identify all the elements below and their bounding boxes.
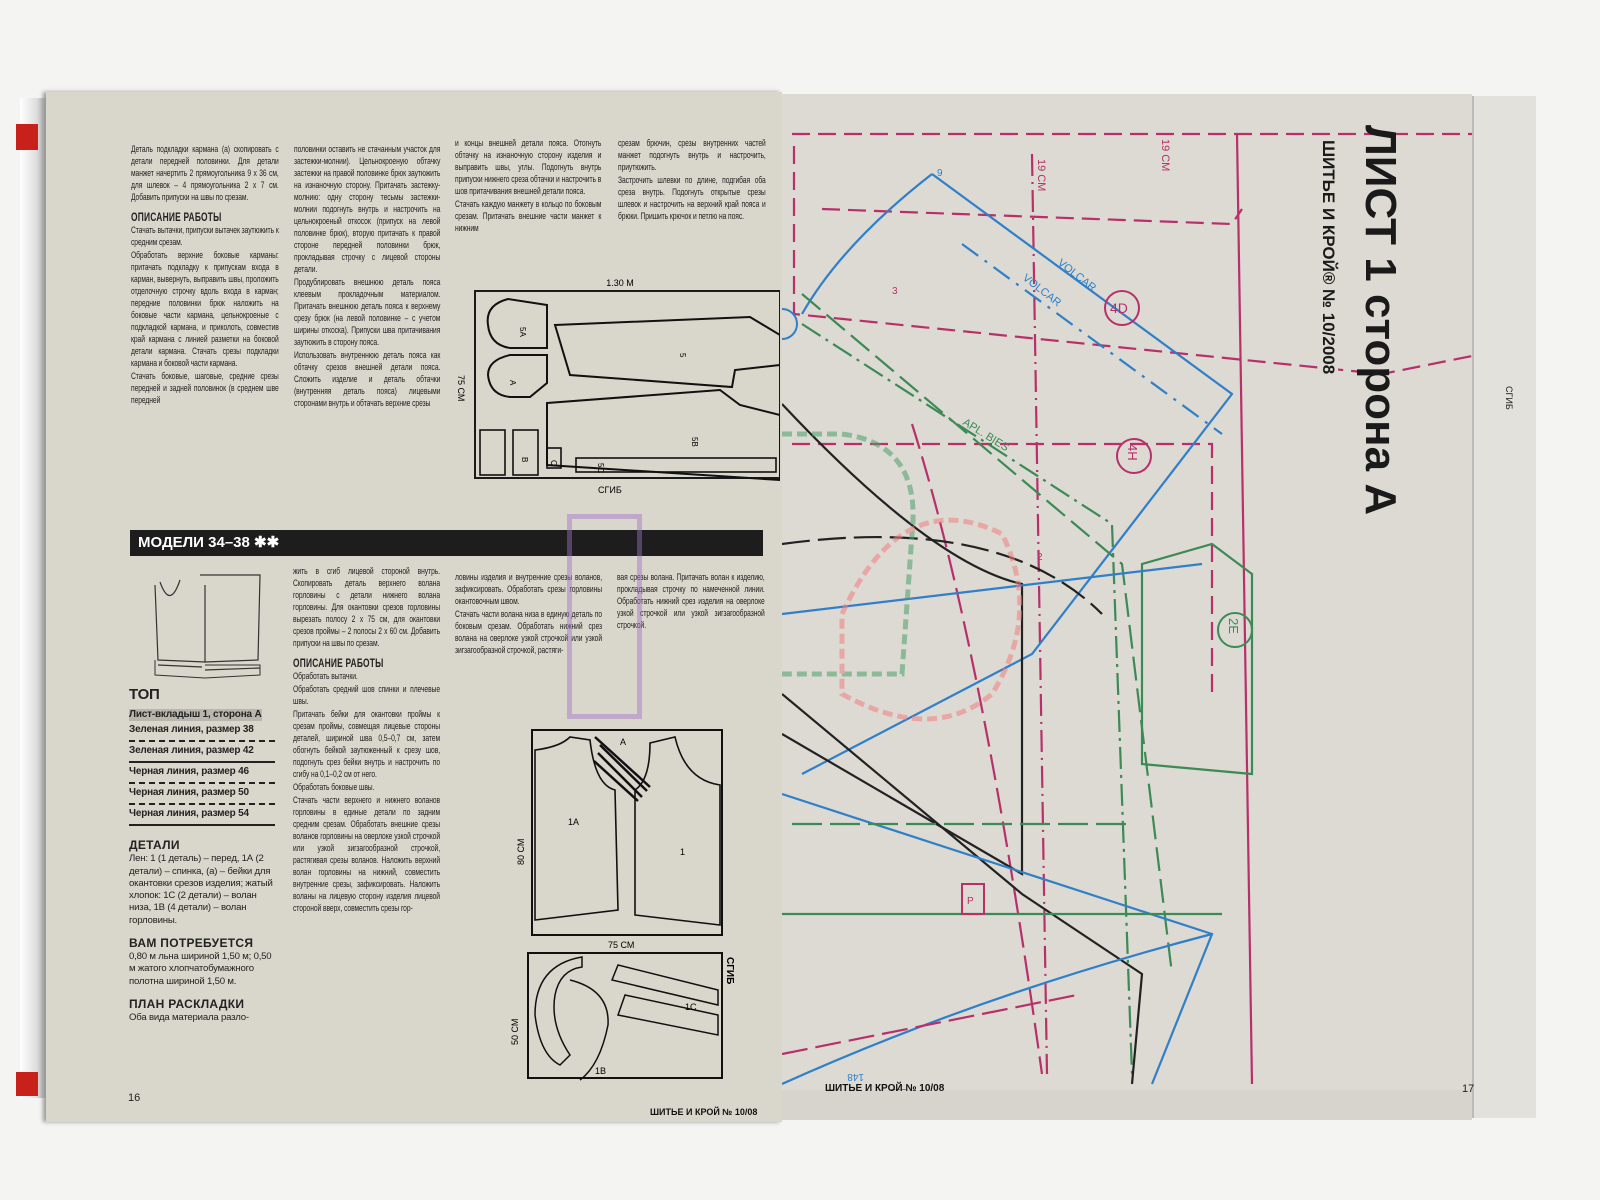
paragraph: Застрочить шлевки по длине, подгибая оба… (618, 175, 766, 222)
paragraph: Оба вида материала разло- (129, 1011, 249, 1023)
measure-label: 19 СМ (1159, 139, 1171, 171)
pattern-label: VOLCAR (1055, 257, 1098, 294)
pattern-sheet: 4D 4H 2E 19 СМ 19 СМ VOLCAR VOLCAR APL. … (782, 132, 1472, 1092)
size-legend-item: Черная линия, размер 50 (129, 784, 275, 806)
insert-sheet-edge: СГИБ (1472, 96, 1536, 1118)
edge-marker (16, 124, 38, 150)
paragraph: Деталь подкладки кармана (а) скопировать… (131, 144, 279, 203)
paragraph: Обработать боковые швы. (293, 782, 375, 793)
piece-label: 1C (685, 1002, 697, 1012)
heading: ПЛАН РАСКЛАДКИ (129, 996, 245, 1011)
sheet-label: Лист-вкладыш 1, сторона А (129, 709, 262, 722)
measure-label: 19 СМ (1035, 159, 1047, 191)
marker-2e: 2E (1226, 618, 1241, 634)
size-legend-item: Зеленая линия, размер 42 (129, 742, 275, 764)
pattern-label: 9 (937, 168, 943, 179)
column-3b: ловины изделия и внутренние срезы волано… (455, 572, 602, 658)
piece-label: B (520, 457, 529, 462)
paragraph: 0,80 м льна шириной 1,50 м; 0,50 м жатог… (129, 951, 272, 987)
pattern-label: 2 (1037, 552, 1043, 563)
paragraph: половинки оставить не стачанным участок … (294, 144, 441, 275)
marker-4h: 4H (1125, 444, 1140, 461)
piece-label: 5C (596, 463, 605, 473)
paragraph: вая срезы волана. Притачать волан к изде… (617, 572, 765, 631)
paragraph: Обработать вытачки. (293, 671, 358, 682)
piece-label: 1 (680, 847, 685, 857)
piece-label: 1A (568, 817, 579, 827)
column-3: и концы внешней детали пояса. Отогнуть о… (455, 138, 601, 236)
layout-height-label: 75 СМ (456, 375, 466, 401)
paragraph: ловины изделия и внутренние срезы волано… (455, 572, 602, 607)
heading: ОПИСАНИЕ РАБОТЫ (293, 656, 384, 670)
piece-label: 1B (595, 1066, 606, 1076)
piece-label: C (549, 460, 558, 466)
piece-label: A (620, 737, 626, 747)
heading: ДЕТАЛИ (129, 838, 180, 853)
paragraph: Стачать вытачки, припуски вытачек заутюж… (131, 225, 279, 248)
sheet-subtitle: ШИТЬЕ И КРОЙ® № 10/2008 (1318, 140, 1338, 375)
paragraph: Стачать каждую манжету в кольцо по боков… (455, 199, 602, 234)
piece-label: 5B (690, 437, 699, 447)
heading: ВАМ ПОТРЕБУЕТСЯ (129, 936, 254, 951)
magazine-edge (20, 98, 48, 1098)
pattern-label: 152 (890, 1086, 907, 1092)
sheet-title: ЛИСТ 1 сторона А (1356, 125, 1405, 516)
fold-label: СГИБ (598, 485, 622, 495)
column-2b: жить в сгиб лицевой стороной внутрь. Ско… (293, 566, 440, 916)
paragraph: Стачать части волана низа в единую детал… (455, 609, 602, 656)
pattern-label: P (967, 896, 974, 907)
top-model-sketch (154, 574, 261, 679)
right-page-footer-strip (782, 1090, 1472, 1120)
column-1: Деталь подкладки кармана (а) скопировать… (131, 144, 279, 408)
pattern-label: 148 (847, 1071, 864, 1082)
layout-width-label: 75 СМ (608, 940, 634, 950)
size-legend-item: Черная линия, размер 46 (129, 763, 275, 785)
model-name: ТОП (129, 686, 160, 703)
paragraph: и концы внешней детали пояса. Отогнуть о… (455, 138, 602, 197)
paragraph: Использовать внутреннюю деталь пояса как… (294, 350, 441, 409)
edge-marker (16, 1072, 38, 1096)
paragraph: жить в сгиб лицевой стороной внутрь. Ско… (293, 566, 440, 649)
paragraph: Обработать средний шов спинки и плечевые… (293, 684, 440, 707)
size-legend-item: Черная линия, размер 54 (129, 805, 275, 827)
paragraph: Обработать верхние боковые карманы: прит… (131, 250, 279, 369)
size-legend-item: Зеленая линия, размер 38 (129, 721, 275, 743)
model-info: ТОП Лист-вкладыш 1, сторона А Зеленая ли… (129, 686, 279, 1024)
page-number-right: 17 (1462, 1083, 1475, 1095)
side-fold-label: СГИБ (1504, 386, 1514, 410)
paragraph: Продублировать внешнюю деталь пояса клее… (294, 277, 441, 348)
column-2: половинки оставить не стачанным участок … (294, 144, 440, 411)
layout-diagram-top: 1A 1 A 80 СМ 75 СМ 1C 1B 50 СМ СГИБ (510, 729, 735, 1081)
marker-4d: 4D (1110, 300, 1128, 316)
paragraph: Притачать бейки для окантовки проймы к с… (293, 709, 440, 780)
layout-height-label: 80 СМ (516, 839, 526, 865)
layout-width-label: 1.30 М (606, 278, 634, 288)
left-page (46, 92, 782, 1122)
piece-label: 5A (518, 327, 527, 337)
fold-label: СГИБ (724, 957, 735, 984)
page-number-left: 16 (128, 1092, 141, 1104)
layout-diagram-trousers: 1.30 М 75 СМ 5A A 5 5B B C 5C СГИБ (456, 278, 780, 495)
column-4b: вая срезы волана. Притачать волан к изде… (617, 572, 765, 633)
heading: ОПИСАНИЕ РАБОТЫ (131, 210, 222, 224)
section-title-bar: МОДЕЛИ 34–38 ✱✱ (130, 530, 763, 556)
column-4: срезам брючин, срезы внутренних частей м… (618, 138, 766, 224)
footer-right: ШИТЬЕ И КРОЙ № 10/08 (825, 1083, 945, 1094)
piece-label: 5 (678, 353, 687, 358)
paragraph: срезам брючин, срезы внутренних частей м… (618, 138, 766, 173)
pattern-label: 3 (892, 286, 898, 297)
piece-label: A (508, 380, 517, 386)
paragraph: Стачать боковые, шаговые, средние срезы … (131, 371, 279, 406)
paragraph: Стачать части верхнего и нижнего воланов… (293, 795, 440, 914)
paragraph: Лен: 1 (1 деталь) – перед, 1А (2 детали)… (129, 853, 273, 926)
footer-left: ШИТЬЕ И КРОЙ № 10/08 (650, 1107, 758, 1117)
layout-height-label: 50 СМ (510, 1019, 520, 1045)
